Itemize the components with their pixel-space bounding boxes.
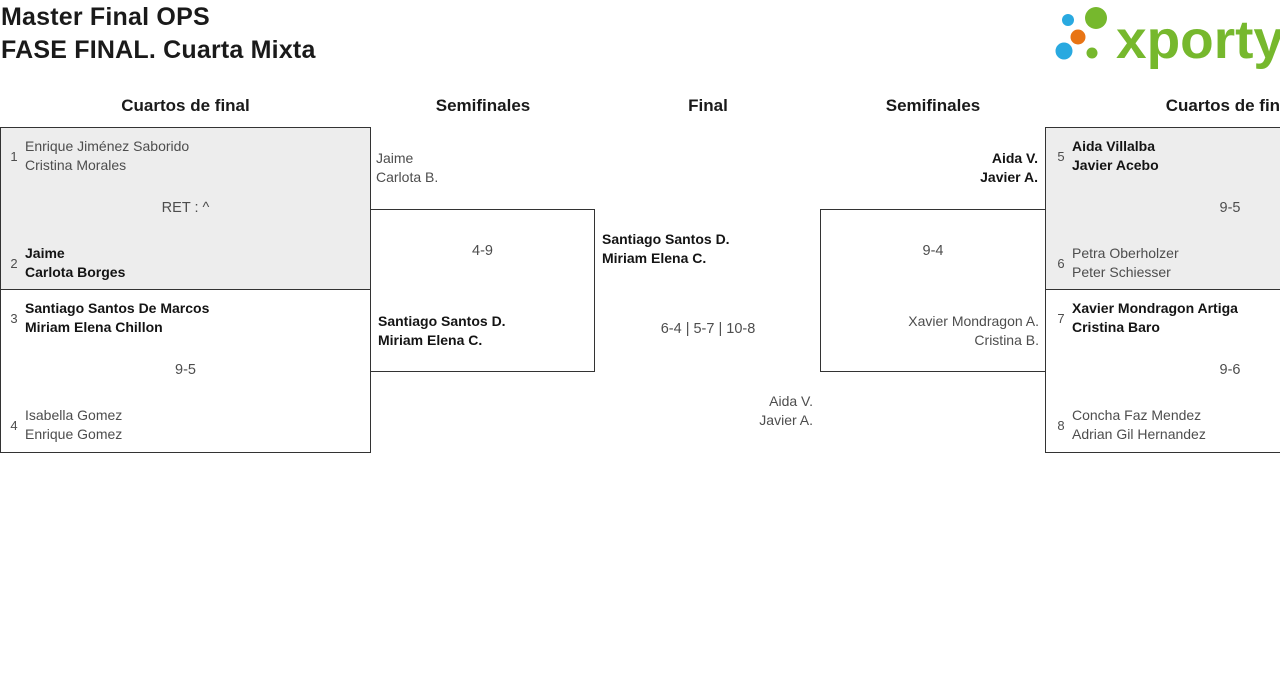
- team-entry: 7 Xavier Mondragon Artiga Cristina Baro: [1054, 299, 1238, 337]
- seed-number: 2: [10, 255, 18, 271]
- player-name: Cristina B.: [974, 332, 1039, 348]
- player-name: Jaime: [25, 245, 65, 261]
- team-names: Concha Faz Mendez Adrian Gil Hernandez: [1072, 406, 1206, 444]
- player-name: Miriam Elena Chillon: [25, 319, 163, 335]
- match-box-qf1: 1 Enrique Jiménez Saborido Cristina Mora…: [0, 127, 371, 290]
- player-name: Enrique Jiménez Saborido: [25, 138, 190, 154]
- player-name: Javier Acebo: [1072, 157, 1159, 173]
- player-name: Aida V.: [991, 150, 1038, 166]
- team-entry: 2 Jaime Carlota Borges: [7, 244, 125, 282]
- team-entry: 1 Enrique Jiménez Saborido Cristina Mora…: [7, 137, 189, 175]
- player-name: Cristina Morales: [25, 157, 127, 173]
- player-name: Enrique Gomez: [25, 426, 123, 442]
- team-entry: 5 Aida Villalba Javier Acebo: [1054, 137, 1159, 175]
- player-name: Aida V.: [769, 393, 813, 409]
- round-header-semifinals-left: Semifinales: [435, 96, 531, 115]
- team-names: Santiago Santos De Marcos Miriam Elena C…: [25, 299, 209, 337]
- player-name: Peter Schiesser: [1072, 264, 1171, 280]
- team-names: Xavier Mondragon Artiga Cristina Baro: [1072, 299, 1238, 337]
- team-names: Jaime Carlota Borges: [25, 244, 125, 282]
- player-name: Adrian Gil Hernandez: [1072, 426, 1206, 442]
- player-name: Carlota B.: [376, 169, 439, 185]
- player-name: Isabella Gomez: [25, 407, 123, 423]
- seed-number: 5: [1057, 148, 1065, 164]
- player-name: Javier A.: [759, 412, 813, 428]
- team-names: Isabella Gomez Enrique Gomez: [25, 406, 122, 444]
- team-entry: Santiago Santos D. Miriam Elena C.: [378, 312, 506, 350]
- team-entry: Xavier Mondragon A. Cristina B.: [821, 312, 1039, 350]
- match-box-qf4: 7 Xavier Mondragon Artiga Cristina Baro …: [1045, 289, 1280, 453]
- team-entry: 8 Concha Faz Mendez Adrian Gil Hernandez: [1054, 406, 1206, 444]
- match-score: RET : ^: [161, 200, 210, 216]
- team-entry: 3 Santiago Santos De Marcos Miriam Elena…: [7, 299, 209, 337]
- player-name: Jaime: [376, 150, 414, 166]
- match-score: 4-9: [472, 243, 493, 259]
- team-entry: Aida V. Javier A.: [820, 149, 1038, 187]
- round-header-quarterfinals-left: Cuartos de final: [121, 96, 250, 115]
- match-score: 9-4: [922, 243, 944, 259]
- player-name: Miriam Elena C.: [602, 250, 707, 266]
- team-entry: 4 Isabella Gomez Enrique Gomez: [7, 406, 122, 444]
- phase-name: FASE FINAL. Cuarta Mixta: [1, 36, 316, 64]
- seed-number: 8: [1057, 417, 1065, 433]
- match-box-sf-right: 9-4 Xavier Mondragon A. Cristina B.: [820, 209, 1046, 372]
- player-name: Xavier Mondragon Artiga: [1072, 300, 1238, 316]
- xporty-logo[interactable]: xporty: [1040, 0, 1280, 75]
- player-name: Xavier Mondragon A.: [908, 313, 1039, 329]
- round-header-semifinals-right: Semifinales: [885, 96, 981, 115]
- match-score: 9-6: [1219, 362, 1241, 378]
- round-header-quarterfinals-right: Cuartos de final: [1165, 96, 1280, 115]
- final-score: 6-4 | 5-7 | 10-8: [660, 321, 756, 337]
- team-entry: Aida V. Javier A.: [595, 392, 813, 430]
- player-name: Petra Oberholzer: [1072, 245, 1179, 261]
- seed-number: 4: [10, 417, 18, 433]
- player-name: Cristina Baro: [1072, 319, 1160, 335]
- team-names: Aida Villalba Javier Acebo: [1072, 137, 1159, 175]
- player-name: Concha Faz Mendez: [1072, 407, 1202, 423]
- player-name: Santiago Santos D.: [602, 231, 730, 247]
- team-names: Petra Oberholzer Peter Schiesser: [1072, 244, 1179, 282]
- team-entry: 6 Petra Oberholzer Peter Schiesser: [1054, 244, 1179, 282]
- seed-number: 1: [10, 148, 18, 164]
- player-name: Santiago Santos D.: [378, 313, 506, 329]
- match-score: 9-5: [175, 362, 196, 378]
- page-title: Master Final OPS FASE FINAL. Cuarta Mixt…: [1, 1, 316, 67]
- team-names: Enrique Jiménez Saborido Cristina Morale…: [25, 137, 189, 175]
- seed-number: 3: [10, 310, 18, 326]
- seed-number: 6: [1057, 255, 1065, 271]
- player-name: Miriam Elena C.: [378, 332, 483, 348]
- player-name: Santiago Santos De Marcos: [25, 300, 210, 316]
- team-entry: Jaime Carlota B.: [376, 149, 438, 187]
- seed-number: 7: [1057, 310, 1065, 326]
- match-score: 9-5: [1219, 200, 1241, 216]
- logo-dots-icon: [1055, 7, 1107, 60]
- team-entry: Santiago Santos D. Miriam Elena C.: [602, 230, 730, 268]
- player-name: Carlota Borges: [25, 264, 126, 280]
- match-box-sf-left: 4-9 Santiago Santos D. Miriam Elena C.: [370, 209, 595, 372]
- player-name: Javier A.: [980, 169, 1038, 185]
- match-box-qf3: 5 Aida Villalba Javier Acebo 9-5 6 Petra…: [1045, 127, 1280, 290]
- logo-wordmark: xporty: [1116, 10, 1280, 70]
- match-box-qf2: 3 Santiago Santos De Marcos Miriam Elena…: [0, 289, 371, 453]
- player-name: Aida Villalba: [1072, 138, 1155, 154]
- round-header-final: Final: [688, 96, 728, 115]
- tournament-name: Master Final OPS: [1, 3, 210, 31]
